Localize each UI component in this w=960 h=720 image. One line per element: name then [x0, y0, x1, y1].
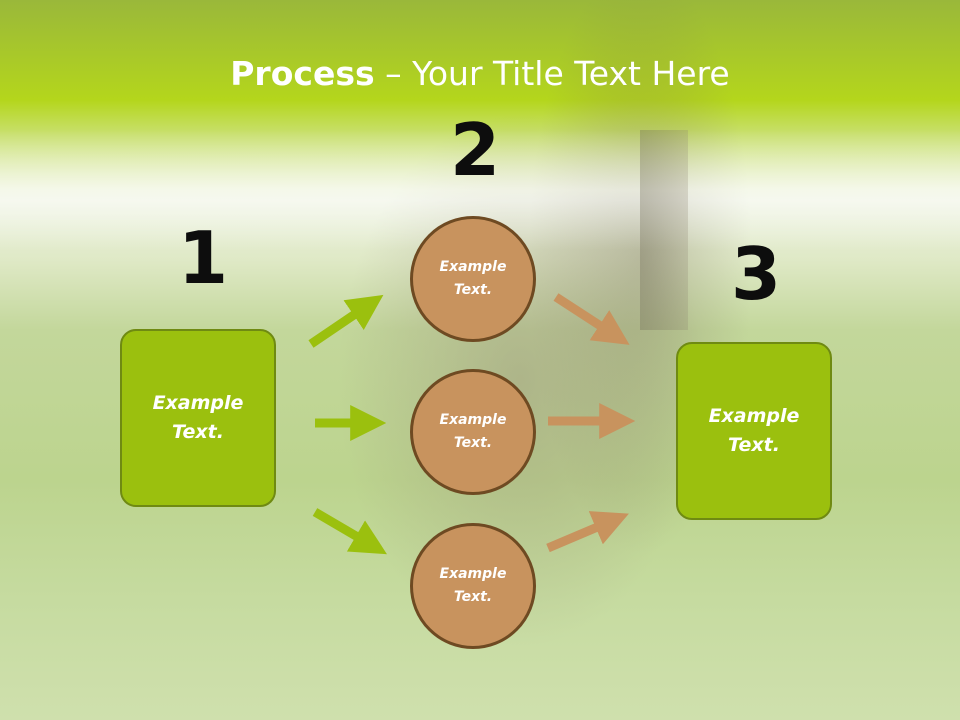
circle-bottom-line1: Example [439, 566, 507, 582]
circle-top-line1: Example [439, 259, 507, 275]
right-box-line1: Example [708, 405, 800, 427]
left-step-box: Example Text. [120, 329, 276, 507]
circle-center-line2: Text. [453, 435, 493, 451]
left-box-line2: Text. [172, 421, 224, 443]
step-number-2: 2 [450, 108, 501, 192]
right-box-line2: Text. [728, 434, 780, 456]
circle-center-line1: Example [439, 412, 507, 428]
arrow-left-to-bottom [312, 508, 387, 555]
arrow-top-to-right [553, 293, 630, 345]
arrow-bottom-to-right [546, 511, 629, 553]
circle-bottom-line2: Text. [453, 589, 493, 605]
middle-circle-top: Example Text. [410, 216, 536, 342]
title-rest: – Your Title Text Here [374, 54, 730, 93]
background-tree-trunk [640, 130, 688, 330]
circle-top-line2: Text. [453, 282, 493, 298]
title-bold: Process [230, 54, 375, 93]
right-step-box: Example Text. [676, 342, 832, 520]
step-number-1: 1 [178, 216, 229, 300]
middle-circle-bottom: Example Text. [410, 523, 536, 649]
slide-title: Process – Your Title Text Here [0, 52, 960, 96]
left-box-line1: Example [152, 392, 244, 414]
arrow-left-to-top [308, 294, 384, 348]
step-number-3: 3 [731, 232, 782, 316]
middle-circle-center: Example Text. [410, 369, 536, 495]
